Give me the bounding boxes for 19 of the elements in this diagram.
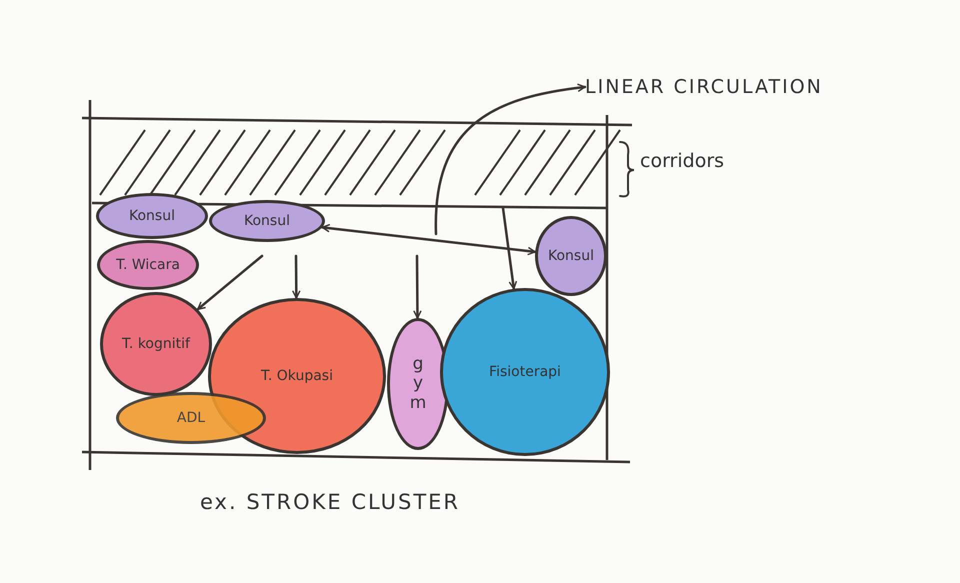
leader-arrow <box>434 84 586 236</box>
room-label: Konsul <box>244 212 290 230</box>
room-label: gym <box>410 354 426 414</box>
room-label: Konsul <box>548 248 594 264</box>
annotation-text: LINEAR CIRCULATION <box>585 76 823 98</box>
arrow <box>413 254 422 320</box>
room-label: Konsul <box>129 208 175 224</box>
room-label: ADL <box>176 410 206 426</box>
arrow <box>321 224 536 256</box>
room-label: T. Wicara <box>116 256 180 274</box>
room-bubble <box>440 288 610 456</box>
room-label: T. Okupasi <box>260 368 333 384</box>
arrow <box>502 206 518 290</box>
annotation-text: corridors <box>640 150 724 172</box>
arrow <box>196 254 264 311</box>
room-label: Fisioterapi <box>489 364 561 380</box>
caption: ex. STROKE CLUSTER <box>200 490 460 514</box>
arrow <box>292 254 301 300</box>
room-label: T. kognitif <box>122 336 190 352</box>
